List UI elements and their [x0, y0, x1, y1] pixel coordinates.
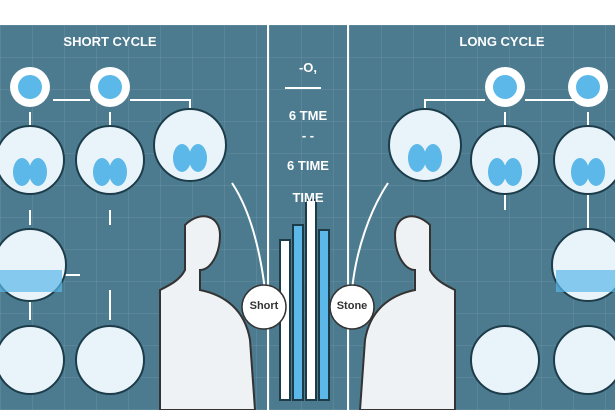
left-title: SHORT CYCLE	[63, 34, 157, 49]
bar-columns	[279, 199, 330, 401]
clock-icons	[10, 67, 608, 107]
speech-bubbles	[241, 284, 375, 330]
divider	[285, 87, 321, 89]
center-line-1: -O,	[298, 60, 318, 75]
center-line-5: TIME	[292, 190, 324, 205]
center-line-2: 6 TME	[288, 108, 328, 123]
center-line-3: - -	[301, 128, 315, 143]
right-title: LONG CYCLE	[459, 34, 545, 49]
muscular-figures	[159, 215, 456, 410]
bubble-right-text: Stone	[336, 300, 368, 312]
center-line-4: 6 TIME	[287, 158, 329, 173]
lung-icons	[0, 108, 615, 395]
bubble-left-text: Short	[249, 300, 279, 312]
